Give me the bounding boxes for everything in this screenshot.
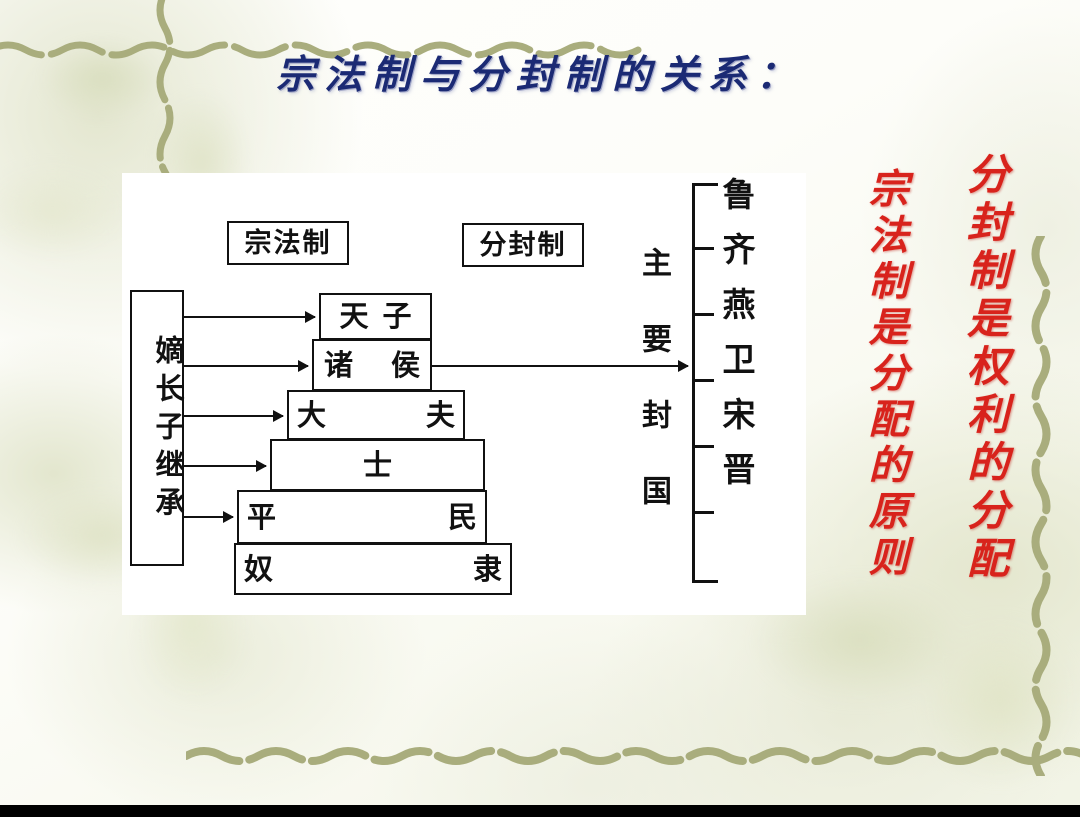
pyramid-tier-shi: 士 <box>270 439 485 491</box>
pyramid-tier-tianzi: 天子 <box>319 293 432 340</box>
header-box-zongfazhi: 宗法制 <box>227 221 349 265</box>
arrow-to-zhuhou <box>184 360 309 372</box>
states-brace <box>692 183 718 583</box>
page-title: 宗法制与分封制的关系： <box>275 52 804 98</box>
states-tick-1 <box>692 247 714 250</box>
tier-dafu-right-char: 夫 <box>425 397 455 432</box>
pyramid-tier-dafu: 大 夫 <box>287 390 465 440</box>
major-states-group: 主要封国 鲁齐燕卫宋晋 <box>620 175 806 595</box>
arrow-to-tianzi <box>184 311 316 323</box>
states-tick-4 <box>692 445 714 448</box>
slogan-fenfengzhi: 分封制是权利的分配 <box>960 152 1010 584</box>
wave-line-right-vertical-icon <box>1031 236 1051 776</box>
arrow-to-shi <box>184 460 267 472</box>
states-tick-5 <box>692 511 714 514</box>
tier-dafu-left-char: 大 <box>297 397 327 432</box>
diagram-panel: 宗法制 分封制 嫡长子继承 天子 诸 侯 大 夫 士 平 民 奴 隶 主要封国 <box>122 173 806 615</box>
major-states-list: 鲁齐燕卫宋晋 <box>717 177 756 507</box>
tier-pingmin-right-char: 民 <box>447 499 477 534</box>
tier-nuli-left-char: 奴 <box>244 551 274 586</box>
succession-rule-box: 嫡长子继承 <box>130 290 185 566</box>
slogan-zongfazhi: 宗法制是分配的原则 <box>861 168 909 582</box>
states-tick-2 <box>692 313 714 316</box>
major-states-label: 主要封国 <box>636 247 671 551</box>
arrow-zhuhou-to-states <box>432 360 689 372</box>
wave-line-bottom-horizontal-icon <box>186 747 1080 765</box>
arrow-to-pingmin <box>184 511 234 523</box>
pyramid-tier-zhuhou: 诸 侯 <box>312 339 432 391</box>
pyramid-tier-pingmin: 平 民 <box>237 490 487 544</box>
states-tick-3 <box>692 379 714 382</box>
tier-pingmin-left-char: 平 <box>247 499 277 534</box>
tier-nuli-right-char: 隶 <box>472 551 502 586</box>
bottom-black-band <box>0 805 1080 817</box>
header-box-fenfengzhi: 分封制 <box>462 223 584 267</box>
arrow-to-dafu <box>184 410 284 422</box>
pyramid-tier-nuli: 奴 隶 <box>234 543 512 595</box>
